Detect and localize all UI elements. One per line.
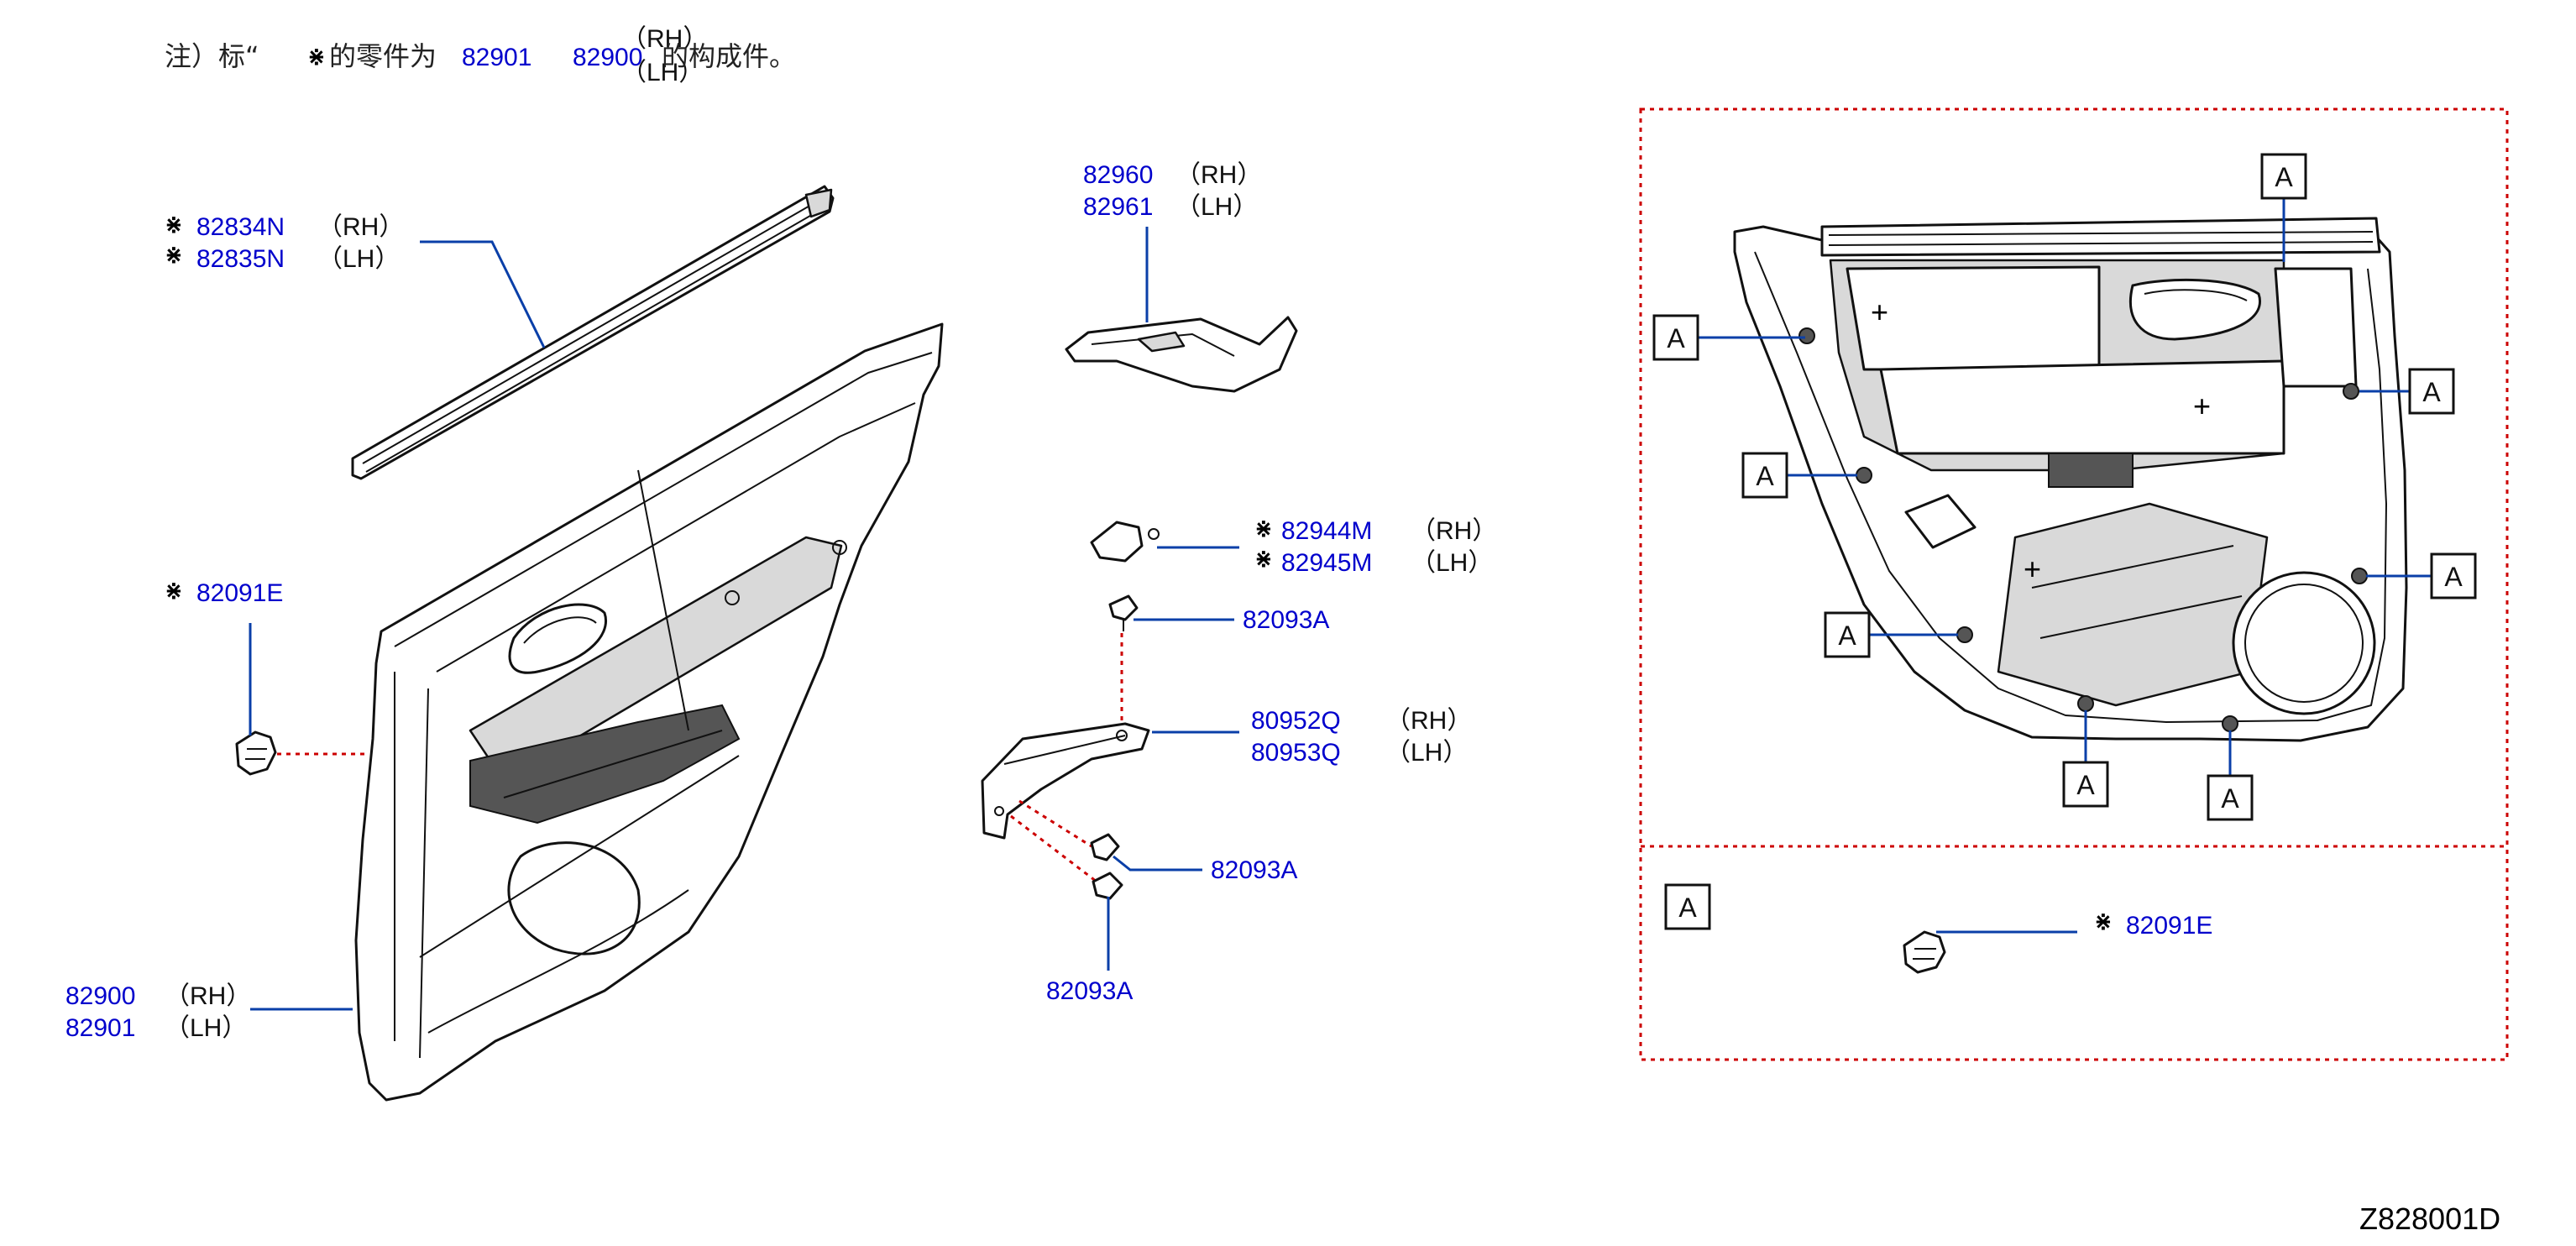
svg-text:A: A	[2076, 770, 2095, 800]
callout-bracket: 80952Q （RH） 80953Q （LH）	[1251, 707, 1472, 767]
cover-mark-lh: ⋇	[1254, 547, 1273, 572]
marker-a-1: A	[2260, 153, 2307, 262]
note-part-a[interactable]: 82901	[462, 44, 531, 71]
note-mark: ⋇	[307, 44, 326, 70]
clip-left-part[interactable]: 82091E	[196, 579, 283, 607]
note-lh: （LH）	[621, 59, 704, 86]
svg-text:A: A	[1678, 893, 1697, 923]
door-back-drawing: + + +	[1733, 217, 2408, 742]
callout-moulding: ⋇ 82834N （RH） ⋇ 82835N （LH）	[165, 212, 404, 273]
detail-view: + + + A A A A	[1639, 107, 2509, 1061]
clip-left-drawing	[235, 730, 277, 776]
finisher-rh-part[interactable]: 82960	[1083, 161, 1153, 189]
detail-plus-1: +	[1871, 295, 1888, 329]
cover-mark-rh: ⋇	[1254, 516, 1273, 542]
clip-detail-part[interactable]: 82091E	[2126, 912, 2212, 940]
svg-text:A: A	[1756, 461, 1774, 491]
finisher-lh-side: （LH）	[1175, 193, 1258, 221]
marker-a-2: A	[1652, 314, 1805, 361]
trim-rh-side: （RH）	[165, 982, 251, 1010]
screw-mid-drawing	[1090, 833, 1120, 861]
screw-bottom-part[interactable]: 82093A	[1046, 977, 1133, 1005]
screw-top-part[interactable]: 82093A	[1243, 606, 1329, 634]
moulding-mark-rh: ⋇	[165, 212, 183, 238]
moulding-lh-side: （LH）	[317, 245, 400, 273]
bracket-rh-side: （RH）	[1385, 707, 1472, 735]
dashed-bracket-a	[1018, 799, 1092, 848]
svg-text:A: A	[1838, 620, 1856, 651]
marker-a-6: A	[1824, 611, 1958, 658]
note-middle: 的零件为	[329, 40, 437, 72]
marker-a-5: A	[2366, 552, 2477, 599]
note-suffix: 的构成件。	[662, 40, 796, 72]
finisher-drawing	[1065, 316, 1298, 393]
leader-screw-mid	[1113, 855, 1202, 872]
moulding-lh-part[interactable]: 82835N	[196, 245, 285, 273]
marker-a-8: A	[2207, 730, 2254, 821]
window-moulding-drawing	[351, 185, 835, 480]
cover-rh-part[interactable]: 82944M	[1281, 517, 1372, 545]
clip-detail-drawing	[1903, 930, 1946, 974]
moulding-rh-part[interactable]: 82834N	[196, 213, 285, 241]
detail-plus-3: +	[2024, 552, 2041, 586]
leader-moulding	[420, 240, 546, 348]
trim-rh-part[interactable]: 82900	[65, 982, 135, 1010]
header-note: 注）标“ ⋇ 的零件为 82901 82900 （RH） （LH） 的构成件。	[165, 25, 796, 86]
diagram-code: Z828001D	[2359, 1202, 2500, 1236]
callout-clip-left: ⋇ 82091E	[165, 578, 283, 607]
detail-plus-2: +	[2193, 389, 2211, 423]
cover-lh-part[interactable]: 82945M	[1281, 549, 1372, 577]
cover-drawing	[1090, 521, 1160, 563]
note-part-b[interactable]: 82900	[573, 44, 642, 71]
cover-lh-side: （LH）	[1411, 549, 1493, 577]
moulding-rh-side: （RH）	[317, 213, 404, 241]
finisher-rh-side: （RH）	[1175, 161, 1262, 189]
bracket-lh-side: （LH）	[1385, 739, 1468, 767]
svg-text:A: A	[2444, 562, 2463, 592]
moulding-mark-lh: ⋇	[165, 243, 183, 268]
dashed-bracket-b	[1010, 814, 1097, 883]
finisher-lh-part[interactable]: 82961	[1083, 193, 1153, 221]
svg-text:A: A	[2221, 783, 2239, 814]
clip-left-mark: ⋇	[165, 578, 183, 604]
detail-frame	[1639, 107, 2509, 1061]
callout-finisher: 82960 （RH） 82961 （LH）	[1083, 161, 1262, 221]
legend-marker-a: A	[1664, 883, 1711, 930]
clip-detail-mark: ⋇	[2094, 909, 2113, 934]
svg-text:A: A	[1667, 323, 1685, 353]
cover-rh-side: （RH）	[1411, 517, 1497, 545]
trim-lh-part[interactable]: 82901	[65, 1014, 135, 1042]
marker-a-4: A	[1741, 452, 1857, 499]
svg-text:A: A	[2275, 162, 2293, 192]
callout-trim: 82900 （RH） 82901 （LH）	[65, 982, 251, 1042]
screw-mid-part[interactable]: 82093A	[1211, 856, 1297, 884]
bracket-lh-part[interactable]: 80953Q	[1251, 739, 1341, 767]
bracket-rh-part[interactable]: 80952Q	[1251, 707, 1341, 735]
callout-clip-detail: ⋇ 82091E	[2094, 909, 2212, 940]
svg-text:A: A	[2422, 377, 2441, 407]
trim-lh-side: （LH）	[165, 1014, 247, 1042]
marker-a-7: A	[2062, 710, 2109, 808]
screw-top-drawing	[1108, 594, 1139, 631]
note-prefix: 注）标“	[165, 40, 259, 72]
marker-a-3: A	[2359, 368, 2455, 415]
note-rh: （RH）	[621, 25, 708, 53]
bracket-drawing	[981, 722, 1150, 840]
door-trim-drawing	[354, 322, 944, 1102]
callout-cover: ⋇ 82944M （RH） ⋇ 82945M （LH）	[1254, 516, 1497, 577]
screw-bottom-drawing	[1092, 872, 1123, 900]
